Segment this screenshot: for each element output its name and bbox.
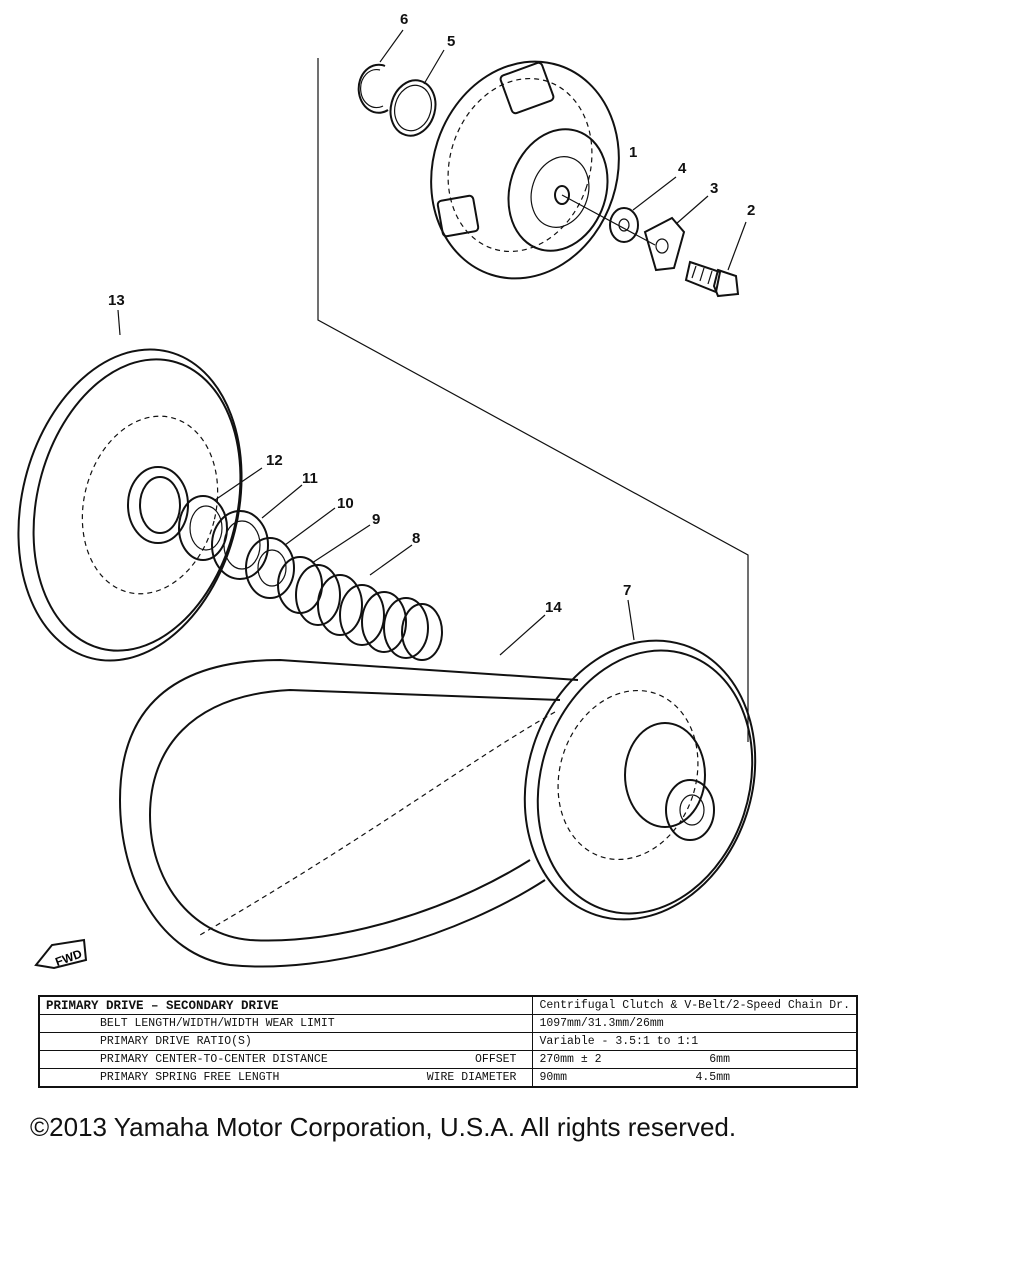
part-6-circlip <box>357 29 404 114</box>
spec-table: PRIMARY DRIVE – SECONDARY DRIVE Centrifu… <box>38 995 858 1088</box>
part-9-washer <box>277 524 371 614</box>
part-5-ring <box>389 49 445 137</box>
spec-header-label: PRIMARY DRIVE – SECONDARY DRIVE <box>38 995 534 1015</box>
part-13-fixed-sheave <box>17 309 243 662</box>
spec-row-sublabel: OFFSET <box>475 1053 517 1066</box>
spec-row-label: PRIMARY CENTER-TO-CENTER DISTANCE <box>100 1053 328 1066</box>
callout-9: 9 <box>372 511 380 528</box>
spec-row-label: PRIMARY DRIVE RATIO(S) <box>100 1035 252 1048</box>
part-10-spring-seat <box>245 507 336 599</box>
part-4-washer <box>609 176 677 243</box>
spec-header-value: Centrifugal Clutch & V-Belt/2-Speed Chai… <box>532 995 858 1015</box>
callout-14: 14 <box>545 599 562 616</box>
assembly-frame-line <box>317 58 749 742</box>
part-12-cup <box>178 467 263 561</box>
spec-row-sublabel: WIRE DIAMETER <box>426 1071 517 1084</box>
spec-row-value: 1097mm/31.3mm/26mm <box>539 1017 664 1030</box>
copyright-notice: ©2013 Yamaha Motor Corporation, U.S.A. A… <box>30 1112 737 1142</box>
callout-1: 1 <box>629 144 637 161</box>
callout-11: 11 <box>302 470 318 487</box>
part-1-primary-sheave <box>430 60 656 280</box>
callout-10: 10 <box>337 495 354 512</box>
callout-3: 3 <box>710 180 718 197</box>
part-7-secondary-sheave <box>523 599 757 921</box>
spec-row: PRIMARY DRIVE RATIO(S) Variable - 3.5:1 … <box>38 1032 858 1051</box>
part-11-bushing <box>211 484 303 580</box>
callout-5: 5 <box>447 33 455 50</box>
part-8-spring <box>295 544 443 661</box>
callout-8: 8 <box>412 530 420 547</box>
callout-2: 2 <box>747 202 755 219</box>
spec-row: BELT LENGTH/WIDTH/WIDTH WEAR LIMIT 1097m… <box>38 1014 858 1033</box>
part-3-lock-plate <box>643 195 709 272</box>
callout-4: 4 <box>678 160 687 177</box>
callout-13: 13 <box>108 292 125 309</box>
fwd-label: FWD <box>53 946 84 969</box>
fwd-arrow-icon: FWD <box>34 938 88 969</box>
callout-12: 12 <box>266 452 283 469</box>
part-14-v-belt <box>118 614 579 968</box>
spec-row-subvalue: 6mm <box>709 1053 730 1066</box>
exploded-parts-diagram: 1 2 3 4 5 6 7 8 9 10 11 12 13 14 FWD <box>17 11 757 969</box>
callout-6: 6 <box>400 11 408 28</box>
part-2-bolt <box>684 221 747 298</box>
spec-row-value: 90mm <box>539 1071 568 1084</box>
spec-header-row: PRIMARY DRIVE – SECONDARY DRIVE Centrifu… <box>38 995 858 1015</box>
spec-row-value: Variable - 3.5:1 to 1:1 <box>539 1035 699 1048</box>
spec-row-value: 270mm ± 2 <box>539 1053 602 1066</box>
callout-7: 7 <box>623 582 631 599</box>
spec-row-label: BELT LENGTH/WIDTH/WIDTH WEAR LIMIT <box>100 1017 335 1030</box>
spec-row-subvalue: 4.5mm <box>695 1071 730 1084</box>
spec-row-label: PRIMARY SPRING FREE LENGTH <box>100 1071 280 1084</box>
